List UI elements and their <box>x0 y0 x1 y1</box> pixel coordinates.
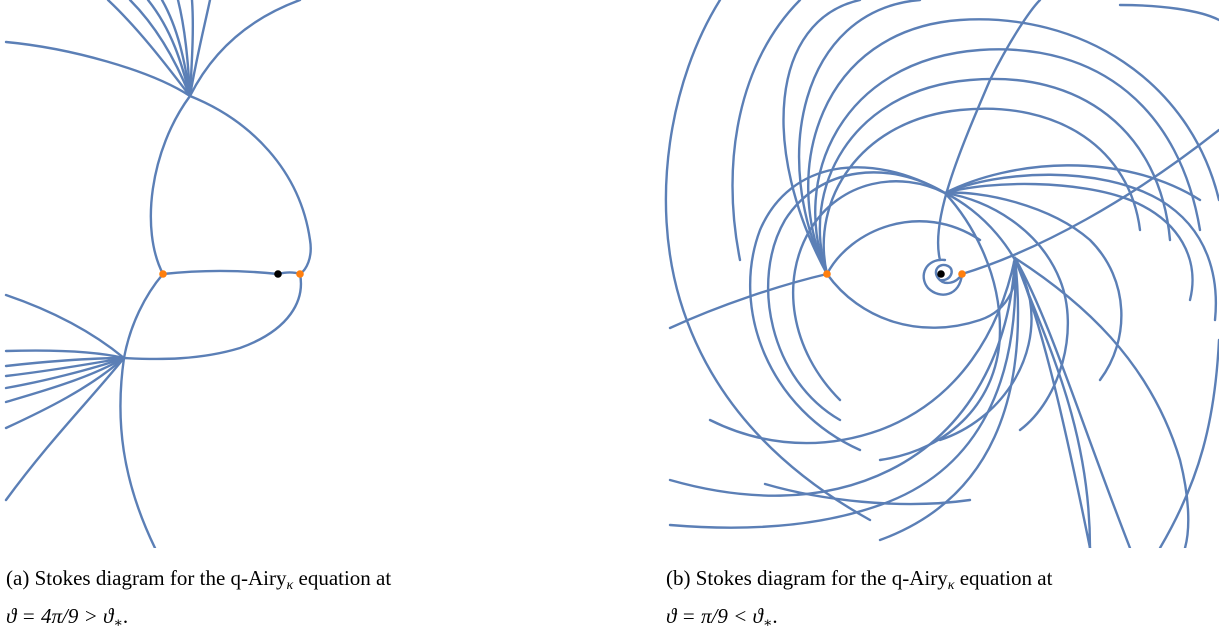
stokes-curve <box>4 356 126 404</box>
turning-point <box>823 270 831 278</box>
caption-b: (b) Stokes diagram for the q-Airyκ equat… <box>666 563 1052 639</box>
stokes-curve <box>161 269 280 276</box>
stokes-curve <box>1118 3 1219 22</box>
stokes-curve <box>943 182 1194 302</box>
caption-subscript: κ <box>286 578 294 593</box>
stokes-curve <box>792 180 947 402</box>
stokes-curve <box>4 40 192 98</box>
stokes-curve <box>188 0 212 98</box>
stokes-curve <box>106 0 192 98</box>
caption-suffix: equation at <box>954 566 1053 590</box>
stokes-curve <box>1013 256 1092 548</box>
stokes-curve <box>814 48 1202 276</box>
turning-point <box>296 270 304 278</box>
stokes-curve <box>708 256 1017 445</box>
stokes-curve <box>4 356 126 430</box>
stokes-curve <box>119 356 157 548</box>
stokes-curve <box>782 0 862 276</box>
stokes-curve <box>825 260 1017 329</box>
caption-subscript: κ <box>947 578 955 593</box>
caption-a-line1: (a) Stokes diagram for the q-Airyκ equat… <box>6 563 391 601</box>
stokes-curve <box>149 94 192 276</box>
stokes-curve <box>748 166 947 452</box>
stokes-curve <box>4 356 126 502</box>
stokes-curve <box>1013 256 1092 548</box>
caption-a: (a) Stokes diagram for the q-Airyκ equat… <box>6 563 391 639</box>
stokes-curve <box>128 0 192 98</box>
stokes-curve <box>763 482 972 506</box>
spiral <box>922 258 964 296</box>
stokes-curve <box>936 0 1042 262</box>
stokes-curve <box>1158 338 1219 548</box>
caption-b-line1: (b) Stokes diagram for the q-Airyκ equat… <box>666 563 1052 601</box>
caption-label: (a) <box>6 566 30 590</box>
turning-point <box>159 270 167 278</box>
stokes-curve <box>668 272 829 330</box>
stokes-curve <box>188 94 312 276</box>
turning-point <box>958 270 966 278</box>
stokes-curve <box>943 191 1123 382</box>
caption-end: . <box>772 604 778 628</box>
stokes-curve <box>188 0 195 98</box>
stokes-curve <box>122 272 303 361</box>
stokes-curves-a <box>4 0 312 548</box>
stokes-curve <box>176 0 192 98</box>
caption-suffix: equation at <box>293 566 392 590</box>
stokes-curves-b <box>664 0 1219 548</box>
caption-a-line2: ϑ = 4π/9 > ϑ∗. <box>6 601 391 639</box>
stokes-curve <box>668 256 1017 529</box>
stokes-curve <box>668 256 1017 497</box>
stokes-diagram-b <box>660 0 1219 548</box>
stokes-diagram-a <box>0 0 560 548</box>
stokes-curve <box>960 128 1219 276</box>
caption-b-line2: ϑ = π/9 < ϑ∗. <box>666 601 1052 639</box>
stokes-curve <box>4 356 126 378</box>
stokes-curve <box>1013 256 1190 548</box>
stokes-diagram-a-plot <box>4 0 312 548</box>
caption-label: (b) <box>666 566 691 590</box>
stokes-curve <box>943 164 1202 202</box>
stokes-curve <box>766 171 947 422</box>
caption-math-sub: ∗ <box>113 616 123 631</box>
stokes-curve <box>825 220 982 276</box>
stokes-diagram-b-plot <box>664 0 1219 548</box>
caption-end: . <box>122 604 129 628</box>
stokes-curve <box>664 0 872 522</box>
stokes-curve <box>818 77 1172 276</box>
singular-point <box>274 270 282 278</box>
stokes-curve <box>1013 256 1132 548</box>
stokes-curve <box>4 349 126 360</box>
stokes-curve <box>4 293 126 360</box>
stokes-curve <box>878 191 1002 462</box>
stokes-curve <box>878 256 1020 542</box>
stokes-curve <box>943 191 1070 432</box>
stokes-curve <box>943 173 1218 322</box>
stokes-curve <box>807 18 1219 276</box>
stokes-curve <box>4 356 126 368</box>
stokes-curve <box>188 0 302 98</box>
stokes-curve <box>731 0 802 262</box>
caption-math: ϑ = 4π/9 > ϑ <box>6 604 114 628</box>
caption-math: ϑ = π/9 < ϑ <box>666 604 763 628</box>
caption-math-sub: ∗ <box>762 616 773 631</box>
caption-text: Stokes diagram for the q-Airy <box>34 566 287 590</box>
stokes-curve <box>122 272 165 360</box>
caption-text: Stokes diagram for the q-Airy <box>695 566 948 590</box>
stokes-curve <box>797 0 922 276</box>
stokes-curve <box>4 356 126 390</box>
singular-point <box>937 270 945 278</box>
spiral <box>934 263 964 285</box>
